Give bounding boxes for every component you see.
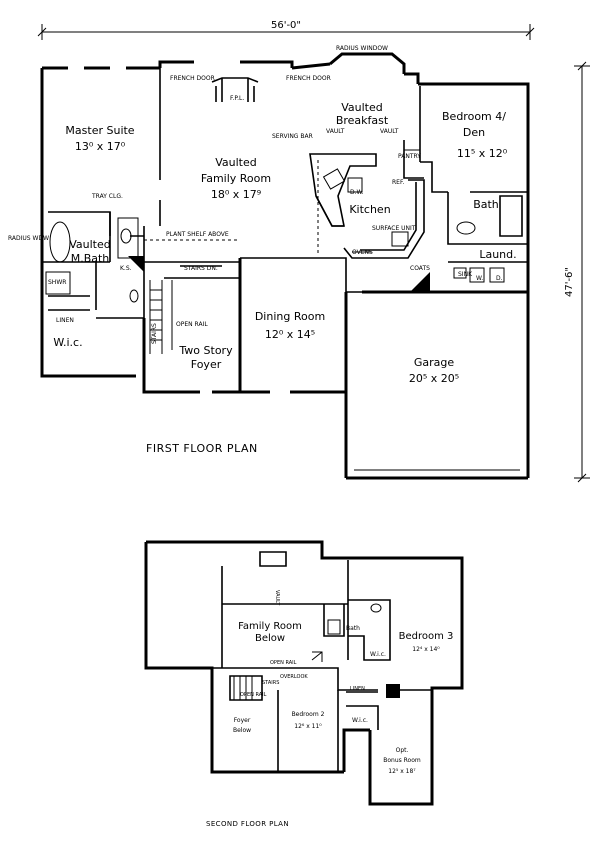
- foyer-below-label-line1: Foyer: [234, 717, 251, 724]
- master-suite-name: Master Suite: [65, 124, 134, 137]
- bonus-room-size: 12⁵ x 18⁷: [388, 768, 416, 775]
- foyer-below-label-line2: Below: [233, 727, 251, 734]
- garage-size: 20⁵ x 20⁵: [409, 372, 459, 385]
- family-room-size: 18⁰ x 17⁹: [211, 188, 261, 201]
- first-floor-notes: FRENCH DOOR FRENCH DOOR RADIUS WINDOW F.…: [8, 45, 503, 344]
- dishwasher-note: D.W.: [350, 189, 364, 196]
- foyer-label-line1: Two Story: [178, 344, 233, 357]
- washer-note: W.: [476, 275, 483, 282]
- bedroom4-label-line1: Bedroom 4/: [442, 110, 506, 123]
- depth-dimension-label: 47'-6": [564, 267, 575, 297]
- coats-note: COATS: [410, 265, 430, 272]
- tray-ceiling-note: TRAY CLG.: [91, 193, 123, 200]
- mbath-label-line2: M.Bath: [71, 252, 110, 265]
- refrigerator-note: REF.: [392, 179, 404, 186]
- second-open-rail-note: OPEN RAIL: [270, 660, 297, 666]
- bonus-room-label-line1: Opt.: [396, 747, 409, 754]
- width-dimension-label: 56'-0": [271, 20, 301, 31]
- radius-wdw-note: RADIUS WDW: [8, 235, 49, 242]
- garage-label: Garage: [414, 356, 455, 369]
- radius-window-note: RADIUS WINDOW: [336, 45, 388, 52]
- knee-space-note: K.S.: [120, 265, 132, 272]
- second-wic-label-1: W.i.c.: [370, 651, 386, 658]
- mbath-label-line1: Vaulted: [69, 238, 111, 251]
- family-room-label-line1: Vaulted: [215, 156, 257, 169]
- family-below-label-line1: Family Room: [238, 621, 302, 632]
- second-floor-title: SECOND FLOOR PLAN: [206, 820, 289, 828]
- french-door-note-1: FRENCH DOOR: [170, 75, 215, 82]
- breakfast-label-line1: Vaulted: [341, 101, 383, 114]
- bedroom4-size: 11⁵ x 12⁰: [457, 147, 508, 160]
- stairs-note: STAIRS: [151, 323, 158, 344]
- second-linen-note: LINEN: [350, 686, 365, 692]
- second-wic-label-2: W.i.c.: [352, 717, 368, 724]
- kitchen-label: Kitchen: [349, 203, 390, 216]
- second-floor-notes: VAULT OPEN RAIL OVERLOOK STAIRS OPEN RAI…: [240, 590, 365, 698]
- second-stairs-note: STAIRS: [262, 680, 279, 686]
- pantry-note: PANTRY: [398, 153, 421, 160]
- bedroom2-size: 12⁶ x 11⁰: [294, 723, 322, 730]
- bedroom2-label: Bedroom 2: [292, 711, 325, 718]
- dryer-note: D.: [496, 275, 503, 282]
- laundry-label: Laund.: [479, 248, 516, 261]
- second-bath-label: Bath: [346, 625, 360, 632]
- family-room-label-line2: Family Room: [201, 172, 271, 185]
- dining-room-label: Dining Room: [255, 310, 325, 323]
- open-rail-note: OPEN RAIL: [176, 321, 208, 328]
- second-open-rail-note-2: OPEN RAIL: [240, 692, 267, 698]
- vault-note-2: VAULT: [380, 128, 399, 135]
- bedroom3-size: 12⁴ x 14⁰: [412, 646, 440, 653]
- shower-note: SHWR: [48, 279, 66, 286]
- first-floor-title: FIRST FLOOR PLAN: [146, 442, 258, 455]
- master-suite-size: 13⁰ x 17⁰: [75, 140, 126, 153]
- foyer-label-line2: Foyer: [191, 358, 222, 371]
- bedroom4-label-line2: Den: [463, 126, 485, 139]
- bedroom3-label: Bedroom 3: [399, 631, 454, 642]
- second-floor-walls: [144, 540, 464, 806]
- plant-shelf-note: PLANT SHELF ABOVE: [166, 231, 229, 238]
- wic-label: W.i.c.: [53, 336, 82, 349]
- breakfast-label-line2: Breakfast: [336, 114, 389, 127]
- overall-width-dimension: 56'-0": [37, 20, 535, 40]
- bonus-room-label-line2: Bonus Room: [383, 757, 421, 764]
- surface-unit-note: SURFACE UNIT: [372, 225, 416, 232]
- serving-bar-note: SERVING BAR: [272, 133, 313, 140]
- linen-note: LINEN: [56, 317, 74, 324]
- first-floor-walls: [40, 52, 530, 480]
- second-floor-rooms: Family Room Below Bath W.i.c. Bedroom 3 …: [233, 621, 453, 775]
- second-vault-note: VAULT: [274, 590, 280, 606]
- ovens-note: OVENS: [352, 249, 373, 256]
- dining-room-size: 12⁰ x 14⁵: [265, 328, 315, 341]
- first-floor-rooms: Master Suite 13⁰ x 17⁰ Vaulted Family Ro…: [53, 101, 516, 385]
- stairs-down-note: STAIRS DN.: [184, 265, 218, 272]
- bath-label: Bath: [473, 198, 499, 211]
- overall-depth-dimension: 47'-6": [564, 61, 590, 483]
- sink-note: SINK: [458, 271, 473, 278]
- family-below-label-line2: Below: [255, 633, 285, 644]
- fireplace-note: F.P.L.: [230, 95, 244, 102]
- overlook-note: OVERLOOK: [280, 674, 308, 680]
- vault-note-1: VAULT: [326, 128, 345, 135]
- french-door-note-2: FRENCH DOOR: [286, 75, 331, 82]
